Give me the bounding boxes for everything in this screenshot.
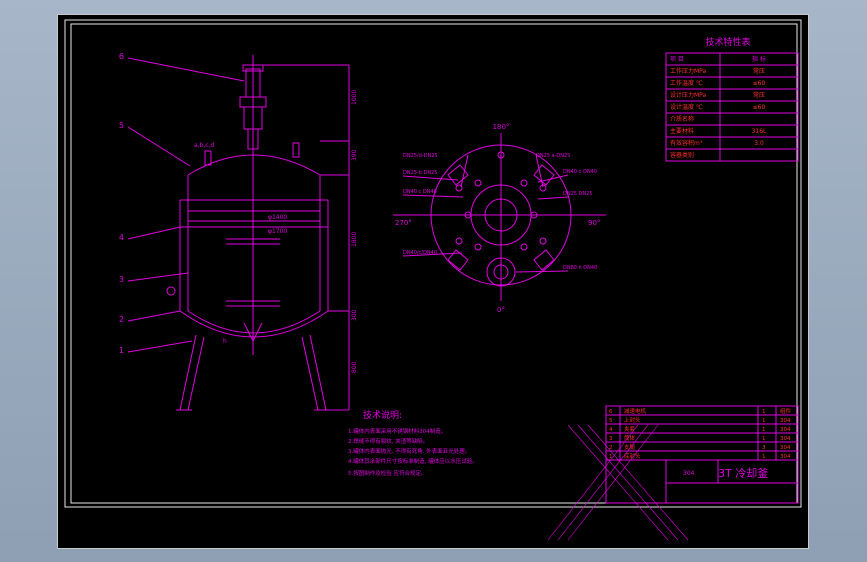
angle-label: 90° xyxy=(588,219,600,227)
parts-cell: 支腿 xyxy=(624,443,636,451)
notes-line: 3.罐体内表面抛光, 不得有死角. 外表面亚光处理。 xyxy=(348,447,470,455)
outer-frame xyxy=(64,19,802,508)
leader-label: 3 xyxy=(119,275,124,284)
hatch-pattern xyxy=(547,424,689,541)
spec-cell: 常压 xyxy=(753,91,765,99)
parts-cell: 1 xyxy=(609,454,613,460)
plan-labels: 180° 270° 90° 0° DN25/d-DN25 DN25 a-DN25… xyxy=(395,123,600,314)
parts-cell: 4 xyxy=(609,427,613,433)
angle-label: 270° xyxy=(395,219,412,227)
spec-cell: 容器类别 xyxy=(670,151,694,159)
spec-cell: 3.0 xyxy=(754,140,764,147)
parts-cell: 1 xyxy=(762,427,766,433)
cad-viewport[interactable]: 6 5 4 3 2 1 a,b,c,d h 1000 390 1800 300 … xyxy=(57,14,809,549)
title-block: 6 减速电机 1 组件 5 上封头 1 304 4 夹套 1 304 3 筒体 1 304 2 支腿 3 304 1 底封… xyxy=(547,405,799,541)
notes-line: 4.罐体其余部件尺寸按标准制造, 罐体应以水压试验。 xyxy=(348,457,478,465)
spec-table-title: 技术特性表 xyxy=(705,36,750,48)
drawing-canvas[interactable]: 6 5 4 3 2 1 a,b,c,d h 1000 390 1800 300 … xyxy=(58,15,808,548)
parts-cell: 304 xyxy=(780,454,791,460)
notes-line: 1.罐体内表面采用不锈钢材料304制造。 xyxy=(348,427,446,435)
leader-label: 4 xyxy=(119,233,124,242)
spec-cell: ≤60 xyxy=(753,80,766,87)
parts-cell: 5 xyxy=(609,418,613,424)
spec-cell: 工作温度 ℃ xyxy=(670,79,703,87)
parts-cell: 上封头 xyxy=(624,416,641,424)
dim-height: 1000 xyxy=(351,90,358,105)
elevation-labels: 6 5 4 3 2 1 a,b,c,d h 1000 390 1800 300 … xyxy=(119,52,358,373)
inner-frame xyxy=(70,23,798,504)
plan-callout: DN25 a-DN25 xyxy=(536,153,570,159)
spec-cell: 介质名称 xyxy=(670,115,694,123)
parts-cell: 1 xyxy=(762,418,766,424)
spec-cell: 常压 xyxy=(753,67,765,75)
plan-callout: DN40-c DN40 xyxy=(563,169,597,175)
leader-label: 6 xyxy=(119,52,124,61)
leader-label: 1 xyxy=(119,346,124,355)
parts-cell: 304 xyxy=(780,445,791,451)
parts-cell: 1 xyxy=(762,436,766,442)
leader-label: 5 xyxy=(119,121,124,130)
parts-cell: 底封头 xyxy=(624,452,641,460)
elevation-view xyxy=(127,55,350,411)
parts-cell: 2 xyxy=(609,445,613,451)
spec-cell: 设计温度 ℃ xyxy=(670,103,703,111)
parts-cell: 304 xyxy=(780,418,791,424)
plan-view xyxy=(393,133,606,301)
material-label: 304 xyxy=(683,470,695,477)
spec-cell: 主要材料 xyxy=(670,127,694,135)
parts-cell: 6 xyxy=(609,409,613,415)
parts-cell: 夹套 xyxy=(624,425,636,433)
spec-cell: 设计压力MPa xyxy=(670,91,707,99)
plan-callout: DN25 DN25 xyxy=(563,191,593,197)
parts-cell: 1 xyxy=(762,409,766,415)
parts-cell: 减速电机 xyxy=(624,407,647,415)
spec-cell: 有效容积m³ xyxy=(670,139,703,147)
dim-diameter: φ1400 xyxy=(268,214,287,221)
technical-notes: 技术说明: 1.罐体内表面采用不锈钢材料304制造。 2.焊缝不得有裂纹, 夹渣… xyxy=(348,409,478,477)
drawing-name: 3T 冷却釜 xyxy=(718,466,768,480)
plan-callout: DN25/d-DN25 xyxy=(403,153,438,159)
spec-header-cell: 项 目 xyxy=(670,56,684,63)
parts-cell: 304 xyxy=(780,427,791,433)
nozzle-label: a,b,c,d xyxy=(194,142,215,149)
plan-callout: DN40 c DN40 xyxy=(403,189,437,195)
spec-cell: ≤60 xyxy=(753,104,766,111)
spec-cell: 316L xyxy=(752,128,767,135)
dim-height: 800 xyxy=(351,361,358,373)
plan-callout: DN25-b DN25 xyxy=(403,170,437,176)
plan-callout: DN40/c/DN40 xyxy=(403,250,437,256)
parts-cell: 3 xyxy=(609,436,613,442)
parts-cell: 筒体 xyxy=(624,434,636,442)
parts-cell: 1 xyxy=(762,454,766,460)
notes-title: 技术说明: xyxy=(363,409,402,421)
plan-callout: DN80 h DN40 xyxy=(563,265,597,271)
angle-label: 0° xyxy=(497,306,505,314)
dim-height: 300 xyxy=(351,309,358,321)
parts-cell: 3 xyxy=(762,445,766,451)
angle-label: 180° xyxy=(493,123,510,131)
spec-cell: 工作压力MPa xyxy=(670,67,707,75)
leader-label: 2 xyxy=(119,315,124,324)
outlet-label: h xyxy=(223,338,227,345)
dim-height: 390 xyxy=(351,149,358,161)
notes-line: 2.焊缝不得有裂纹, 夹渣等缺陷。 xyxy=(348,437,428,445)
spec-header-cell: 指 标 xyxy=(752,55,766,63)
parts-cell: 304 xyxy=(780,436,791,442)
notes-line: 5.按图制作及检验 应符合规定。 xyxy=(348,469,427,477)
dim-diameter: φ1700 xyxy=(268,228,287,235)
parts-cell: 组件 xyxy=(780,407,792,415)
dim-height: 1800 xyxy=(351,232,358,247)
